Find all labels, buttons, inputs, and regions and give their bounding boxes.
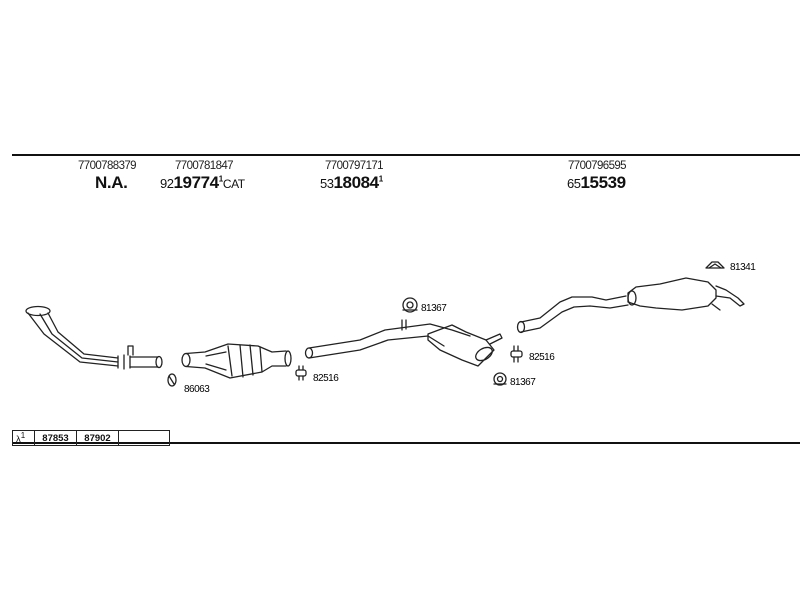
callout-82516-right: 82516 [529,352,555,363]
part-code-prefix: 65 [567,176,581,191]
lambda-symbol-cell: λ1 [12,429,35,447]
mount-81367-lower [493,372,507,386]
callout-86063: 86063 [184,384,210,395]
callout-81367-lower: 81367 [510,377,536,388]
intermediate-pipe [304,319,471,359]
part-code-marker: 1 [378,174,383,184]
lambda-marker: 1 [20,431,26,440]
front-pipe [25,305,163,370]
gasket-82516-left [295,365,307,381]
oe-number: 7700797171 [325,160,384,172]
part-header-4: 7700796595 6515539 [567,160,627,193]
part-code: 53180841 [320,173,383,193]
lambda-symbol: λ [16,434,21,446]
part-code-suffix: CAT [222,177,245,191]
rear-silencer [627,277,745,311]
part-header-1: 7700788379 N.A. [78,160,137,193]
gasket-82516-right [510,345,523,363]
part-code-number: 19774 [173,173,219,192]
mount-81341 [705,261,725,269]
part-code-number: N.A. [95,173,128,192]
callout-81341: 81341 [730,262,756,273]
lambda-value-2: 87902 [76,429,119,447]
part-code: N.A. [95,173,136,193]
oe-number: 7700788379 [78,160,137,172]
lambda-value-1: 87853 [34,429,77,447]
oe-number: 7700781847 [175,160,234,172]
part-header-2: 7700781847 92197741CAT [160,160,245,193]
part-code-marker: 1 [218,174,223,184]
part-code: 6515539 [567,173,626,193]
part-code-prefix: 53 [320,176,334,191]
callout-82516-left: 82516 [313,373,339,384]
part-code-number: 18084 [333,173,379,192]
oe-number: 7700796595 [568,160,627,172]
callout-81367-upper: 81367 [421,303,447,314]
table-row: λ1 87853 87902 [12,429,170,447]
lambda-empty-cell [118,429,170,447]
part-header-3: 7700797171 53180841 [320,160,384,193]
rear-pipe [516,295,629,334]
clamp-86063 [167,373,177,387]
part-code-prefix: 92 [160,176,174,191]
mount-81367-upper [402,297,418,313]
lambda-sensor-table: λ1 87853 87902 [12,429,170,447]
catalytic-converter [181,343,292,379]
middle-silencer [427,324,503,367]
part-code-number: 15539 [580,173,626,192]
part-code: 92197741CAT [160,173,245,193]
